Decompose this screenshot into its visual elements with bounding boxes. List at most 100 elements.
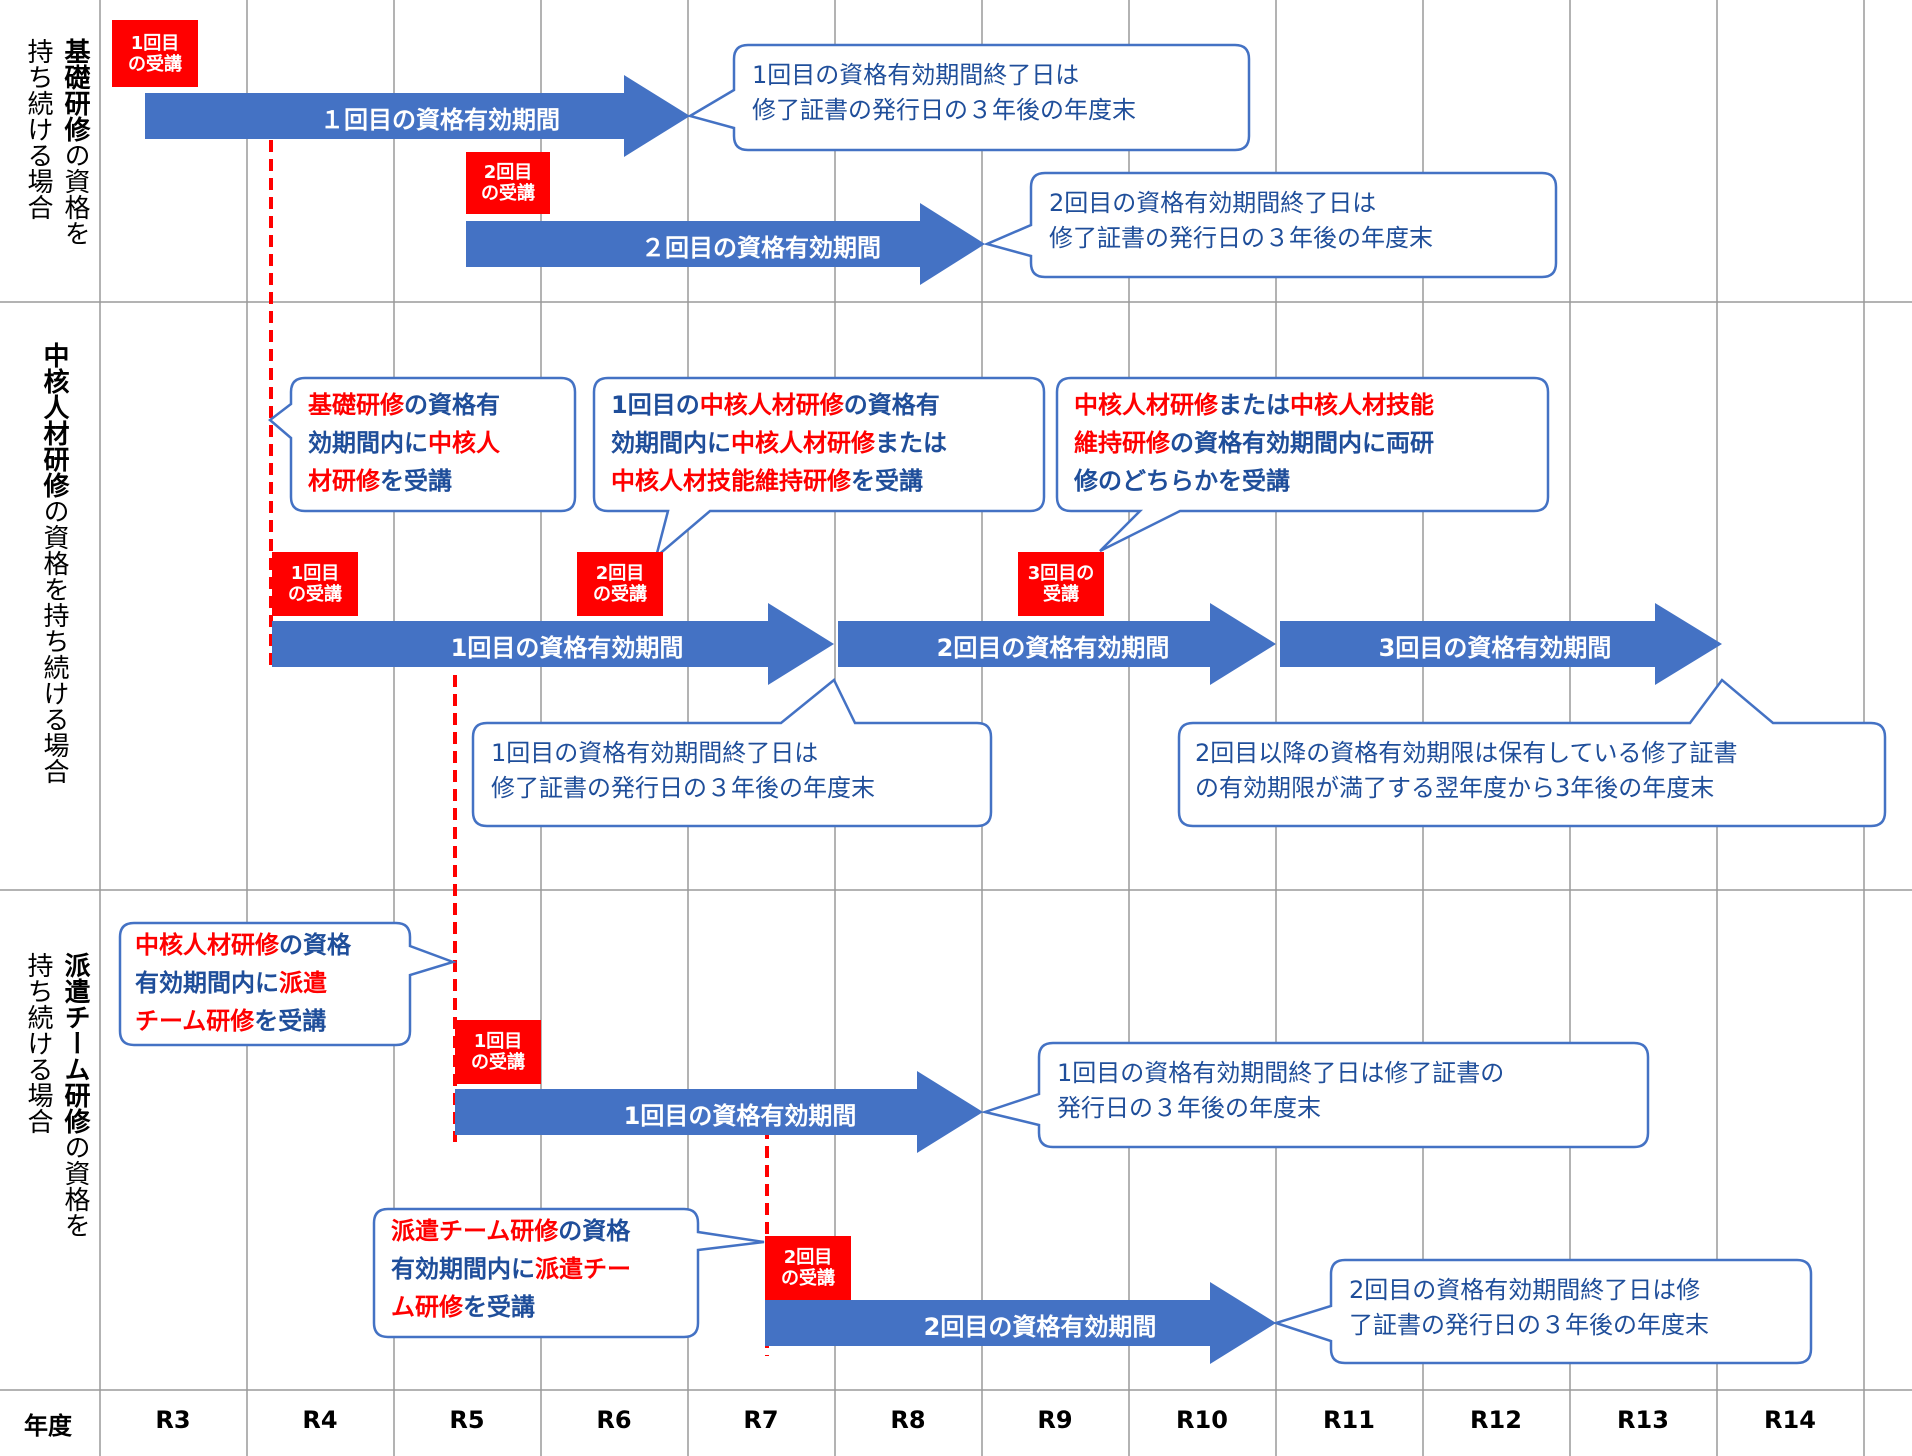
badge-haken-1: 1回目 の受講	[455, 1020, 541, 1084]
callout-text-haken-end1: 1回目の資格有効期間終了日は修了証書の 発行日の３年後の年度末	[1057, 1056, 1504, 1126]
section-title-haken-rest: の資格を	[60, 1134, 90, 1238]
callout-text-chukaku-end1-line2: 修了証書の発行日の３年後の年度末	[491, 774, 875, 802]
cc3-l3-b: 修のどちらかを受講	[1074, 467, 1290, 495]
arrow-kiso-2	[466, 203, 985, 285]
callout-text-kiso-end1-line2: 修了証書の発行日の３年後の年度末	[752, 96, 1136, 124]
callout-text-haken-cond1: 中核人材研修の資格 有効期間内に派遣 チーム研修を受講	[135, 926, 351, 1040]
callout-text-kiso-end1: 1回目の資格有効期間終了日は 修了証書の発行日の３年後の年度末	[752, 58, 1136, 128]
arrow-kiso-1	[145, 75, 690, 157]
cc1-l1-r: 基礎研修	[308, 391, 404, 419]
callout-text-chukaku-cond3: 中核人材研修または中核人材技能 維持研修の資格有効期間内に両研 修のどちらかを受…	[1074, 386, 1434, 500]
badge-kiso-1-line2: の受講	[128, 53, 182, 75]
hc1-l1-b: の資格	[279, 931, 351, 959]
section-title-kiso-bold: 基礎研修	[60, 38, 90, 142]
section-title-haken-bold: 派遣チーム研修	[60, 952, 90, 1134]
hc1-l2-b: 有効期間内に	[135, 969, 279, 997]
callout-chukaku-end2	[1177, 678, 1887, 828]
section-title-chukaku: 中核人材研修の資格を持ち続ける場合	[38, 342, 69, 784]
section-title-kiso-rest: の資格を	[60, 142, 90, 246]
section-title-kiso-col2: 持ち続ける場合	[23, 38, 53, 220]
badge-chukaku-3: 3回目の 受講	[1018, 552, 1104, 616]
badge-chukaku-1: 1回目 の受講	[272, 552, 358, 616]
section-title-chukaku-rest: の資格を持ち続ける場合	[39, 498, 69, 784]
callout-shapes	[118, 43, 1887, 1365]
bar-label-haken-1: 1回目の資格有効期間	[623, 1102, 857, 1130]
callout-text-haken-end2-line2: 了証書の発行日の３年後の年度末	[1349, 1311, 1709, 1339]
callout-text-chukaku-cond2: 1回目の中核人材研修の資格有 効期間内に中核人材研修または 中核人材技能維持研修…	[611, 386, 947, 500]
badge-kiso-1-line1: 1回目	[130, 32, 180, 54]
year-label-r12: R12	[1470, 1406, 1522, 1434]
badge-kiso-2-line2: の受講	[481, 183, 535, 204]
hc2-l1-r: 派遣チーム研修	[391, 1217, 559, 1245]
callout-text-haken-end2-line1: 2回目の資格有効期間終了日は修	[1349, 1276, 1701, 1304]
year-label-r14: R14	[1764, 1406, 1816, 1434]
callout-text-chukaku-end2: 2回目以降の資格有効期限は保有している修了証書 の有効期限が満了する翌年度から3…	[1195, 736, 1738, 806]
cc2-l2-b: 効期間内に	[611, 429, 731, 457]
callout-text-kiso-end2-line2: 修了証書の発行日の３年後の年度末	[1049, 224, 1433, 252]
cc1-l3-r: 材研修	[308, 467, 380, 495]
badge-haken-1-line2: の受講	[471, 1052, 525, 1073]
badge-kiso-2: 2回目 の受講	[466, 152, 550, 214]
cc3-l1-r1: 中核人材研修	[1074, 391, 1218, 419]
badge-chukaku-3-line2: 受講	[1043, 584, 1079, 605]
callout-text-haken-end1-line1: 1回目の資格有効期間終了日は修了証書の	[1057, 1059, 1505, 1087]
cc2-l1-b2: の資格有	[843, 391, 940, 419]
hc2-l2-r: 派遣チー	[535, 1255, 631, 1283]
arrow-haken-1	[455, 1071, 983, 1153]
badge-kiso-2-line1: 2回目	[483, 162, 533, 183]
badge-chukaku-2-line2: の受講	[593, 584, 647, 605]
callout-text-chukaku-end1: 1回目の資格有効期間終了日は 修了証書の発行日の３年後の年度末	[491, 736, 875, 806]
cc1-l2-b: 効期間内に	[308, 429, 428, 457]
callout-haken-cond1	[118, 921, 457, 1047]
year-header: 年度	[24, 1412, 72, 1440]
hc2-l3-r: ム研修	[391, 1293, 463, 1321]
cc1-l2-r: 中核人	[428, 429, 500, 457]
callout-text-kiso-end2: 2回目の資格有効期間終了日は 修了証書の発行日の３年後の年度末	[1049, 186, 1433, 256]
validity-arrows	[145, 75, 1722, 1364]
badge-kiso-1: 1回目 の受講	[112, 20, 198, 87]
callout-kiso-end2	[983, 171, 1558, 279]
year-label-r13: R13	[1617, 1406, 1669, 1434]
year-label-r11: R11	[1323, 1406, 1375, 1434]
cc3-l1-r2: 中核人材技能	[1290, 391, 1434, 419]
bar-label-haken-2: 2回目の資格有効期間	[923, 1313, 1157, 1341]
cc3-l2-b: の資格有効期間内に両研	[1170, 429, 1434, 457]
callout-kiso-end1	[686, 43, 1251, 152]
callout-text-chukaku-end2-line1: 2回目以降の資格有効期限は保有している修了証書	[1195, 739, 1738, 767]
cc2-l1-b1: 1回目の	[611, 391, 700, 419]
cc2-l1-r: 中核人材研修	[699, 391, 844, 419]
year-label-r3: R3	[155, 1406, 191, 1434]
hc2-l1-b: の資格	[558, 1217, 631, 1245]
callout-chukaku-end1	[471, 678, 993, 828]
badge-chukaku-3-line1: 3回目の	[1027, 563, 1095, 584]
callout-text-haken-end2: 2回目の資格有効期間終了日は修 了証書の発行日の３年後の年度末	[1349, 1273, 1709, 1343]
callout-haken-end2	[1271, 1258, 1813, 1365]
callout-text-chukaku-cond1: 基礎研修の資格有 効期間内に中核人 材研修を受講	[308, 386, 500, 500]
bar-label-chukaku-1: 1回目の資格有効期間	[450, 634, 684, 662]
section-title-haken: 派遣チーム研修の資格を 持ち続ける場合	[22, 952, 90, 1238]
cc2-l2-r: 中核人材研修	[731, 429, 875, 457]
badge-haken-2-line2: の受講	[781, 1268, 835, 1289]
section-title-chukaku-bold: 中核人材研修	[39, 342, 69, 498]
cc1-l1-b: の資格有	[404, 391, 500, 419]
callout-haken-cond2	[372, 1207, 765, 1339]
hc1-l3-r: チーム研修	[135, 1007, 255, 1035]
callout-chukaku-cond3	[1055, 376, 1550, 553]
arrow-haken-2	[765, 1282, 1276, 1364]
callout-text-kiso-end2-line1: 2回目の資格有効期間終了日は	[1049, 189, 1377, 217]
year-label-r7: R7	[743, 1406, 779, 1434]
callout-chukaku-cond2	[592, 376, 1046, 561]
badge-chukaku-2-line1: 2回目	[595, 563, 645, 584]
callout-haken-end1	[980, 1041, 1650, 1149]
year-label-r8: R8	[890, 1406, 926, 1434]
bar-label-chukaku-2: 2回目の資格有効期間	[936, 634, 1170, 662]
hc1-l1-r: 中核人材研修	[135, 931, 279, 959]
year-label-r9: R9	[1037, 1406, 1073, 1434]
cc2-l3-r: 中核人材技能維持研修	[611, 467, 851, 495]
cc2-l3-b: を受講	[851, 467, 923, 495]
hc2-l3-b: を受講	[463, 1293, 535, 1321]
badge-haken-2: 2回目 の受講	[765, 1236, 851, 1300]
bar-label-kiso-1: １回目の資格有効期間	[320, 106, 560, 134]
section-title-haken-col2: 持ち続ける場合	[23, 952, 53, 1134]
